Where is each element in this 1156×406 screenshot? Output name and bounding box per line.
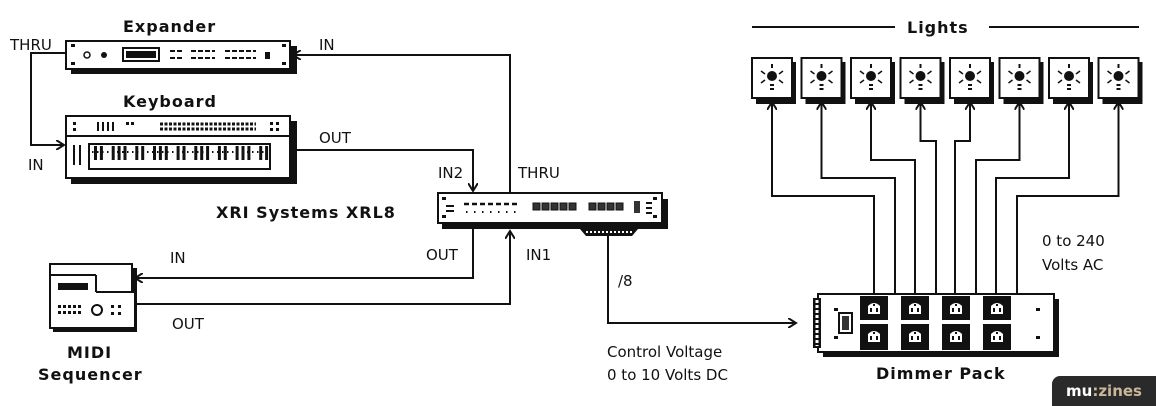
light-bulb-icon [760,64,784,90]
label-ac-line2: Volts AC [1042,256,1103,274]
black-key [153,146,156,160]
black-key [217,146,221,160]
sequencer-title-line2: Sequencer [38,365,143,384]
light-cable [975,102,1020,294]
label-sequencer-out: OUT [172,315,205,333]
keyboard-title: Keyboard [123,92,217,111]
label-router-in2: IN2 [438,164,463,182]
light-bulb-icon [958,64,982,90]
label-keyboard-in: IN [28,156,44,174]
black-key [117,146,121,160]
light-fixture [1048,57,1093,104]
light-bulb-icon [1107,64,1130,90]
label-ac-line1: 0 to 240 [1042,232,1105,250]
light-cable [822,102,896,294]
black-key [135,146,139,160]
expander-unit [65,40,297,74]
keyboard-unit [65,115,297,184]
lights-group [751,57,1143,104]
label-cv-line1: Control Voltage [607,343,722,361]
light-fixture [949,57,994,104]
label-expander-in: IN [319,36,335,54]
power-socket-icon [868,303,880,314]
label-cv-count: /8 [618,272,633,290]
sequencer-title-line1: MIDI [67,343,112,362]
light-fixture [998,57,1044,104]
black-key [123,146,127,160]
black-key [176,146,180,160]
power-socket-icon [950,303,962,314]
black-key [241,146,245,160]
black-key [164,146,168,160]
black-key [158,146,162,160]
light-fixture [1097,57,1143,104]
light-cables [772,102,1119,294]
midi-cables [30,52,796,323]
black-key [247,146,251,160]
label-expander-thru: THRU [9,36,52,54]
expander-title: Expander [123,17,216,36]
logo-part2: :zines [1092,382,1142,400]
xrl8-router-unit [437,192,668,236]
power-socket-icon [991,303,1003,314]
label-router-thru: THRU [517,164,560,182]
cable-thru-to-expander-in [293,55,511,193]
xrl8-title: XRI Systems XRL8 [216,203,396,222]
power-socket-icon [950,331,962,342]
light-cable [921,102,937,294]
black-key [206,146,210,160]
light-cable [995,102,1069,294]
black-key [111,146,115,160]
light-bulb-icon [810,64,833,90]
black-key [259,146,263,160]
black-key [94,146,97,160]
label-keyboard-out: OUT [319,129,352,147]
light-bulb-icon [1057,64,1081,90]
light-cable [1016,102,1119,294]
light-fixture [751,57,796,104]
dimmer-title: Dimmer Pack [876,364,1006,383]
light-cable [871,102,916,294]
cable-keyboard-out-to-in2 [290,149,473,191]
label-sequencer-in: IN [170,249,186,267]
black-key [265,146,269,160]
light-bulb-icon [1008,64,1031,90]
light-cable [954,102,970,294]
black-key [235,146,239,160]
logo-part1: mu [1066,382,1093,400]
black-key [223,146,227,160]
black-key [141,146,145,160]
black-key [99,146,103,160]
light-bulb-icon [909,64,932,90]
power-socket-icon [909,331,921,342]
midi-sequencer-unit [49,263,137,332]
label-cv-line2: 0 to 10 Volts DC [607,366,728,384]
light-bulb-icon [859,64,883,90]
power-socket-icon [909,303,921,314]
label-router-out: OUT [426,246,459,264]
lights-title: Lights [907,18,969,37]
cable-expander-thru-to-keyboard-in [30,52,66,145]
dimmer-pack-unit [813,293,1059,357]
muzines-logo: mu:zines [1052,376,1156,406]
cable-sequencer-out-to-in1 [135,231,510,305]
cable-out-to-sequencer-in [135,229,474,278]
black-key [200,146,204,160]
power-socket-icon [868,331,880,342]
light-fixture [850,57,895,104]
black-key [182,146,186,160]
black-key [194,146,198,160]
power-socket-icon [991,331,1003,342]
label-router-in1: IN1 [526,246,551,264]
light-fixture [899,57,945,104]
light-cable [772,102,875,294]
cable-control-voltage [607,236,796,323]
light-fixture [800,57,846,104]
